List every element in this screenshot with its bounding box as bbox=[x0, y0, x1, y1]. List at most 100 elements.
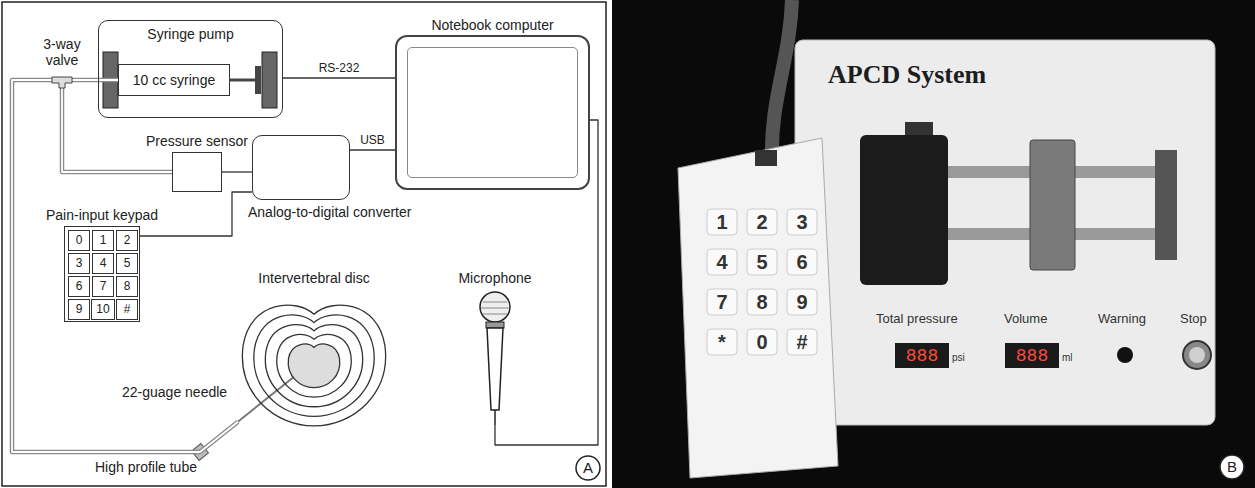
carriage bbox=[1030, 140, 1075, 270]
microphone-cord bbox=[494, 410, 496, 425]
syringe-barrel: 10 cc syringe bbox=[118, 64, 230, 96]
pump-housing-photo bbox=[795, 40, 1215, 425]
keypad-key: 4 bbox=[92, 253, 114, 274]
led-digits: 888 bbox=[1016, 346, 1048, 367]
control-label: Stop bbox=[1180, 312, 1207, 327]
valve-symbol: 3-way valve bbox=[52, 72, 72, 88]
part-label: High profile tube bbox=[95, 459, 197, 475]
keypad-key: 5 bbox=[116, 253, 138, 274]
keypad-button bbox=[707, 249, 737, 275]
keypad-digit: 7 bbox=[716, 291, 727, 314]
keypad-button bbox=[787, 329, 817, 355]
signal-wire bbox=[222, 171, 252, 172]
signal-wire bbox=[283, 77, 395, 78]
sensor-box: Pressure sensor bbox=[172, 152, 222, 192]
keypad-digit: 8 bbox=[756, 291, 767, 314]
node-label: 3-way valve bbox=[38, 36, 86, 68]
disc-shape: Intervertebral disc bbox=[238, 290, 390, 432]
connector bbox=[72, 80, 118, 81]
warning-led bbox=[1117, 347, 1133, 363]
led-digits: 888 bbox=[906, 346, 938, 367]
keypad-button bbox=[787, 209, 817, 235]
control-label: Total pressure bbox=[876, 312, 958, 327]
keypad-digit: 9 bbox=[796, 291, 807, 314]
tube-core bbox=[62, 88, 172, 172]
node-label: Pressure sensor bbox=[146, 133, 248, 149]
keypad-button bbox=[747, 329, 777, 355]
connector bbox=[350, 150, 395, 151]
keypad-digit: 6 bbox=[796, 251, 807, 274]
control-label: Warning bbox=[1098, 312, 1146, 327]
photo-background bbox=[612, 0, 1255, 488]
panel-frame bbox=[2, 2, 606, 486]
microphone-grille bbox=[481, 308, 509, 309]
microphone-grille bbox=[483, 314, 507, 315]
keypad-button bbox=[787, 289, 817, 315]
microphone-head bbox=[480, 292, 510, 322]
converter-box: Analog-to-digital converter bbox=[252, 135, 350, 200]
motor-block bbox=[860, 135, 948, 285]
laptop-box: Notebook computer bbox=[395, 35, 590, 190]
keypad-key: 3 bbox=[68, 253, 90, 274]
node-label: 10 cc syringe bbox=[133, 72, 215, 88]
keypad-key: # bbox=[116, 299, 138, 320]
keypad-key: 10 bbox=[91, 299, 115, 320]
plunger-head bbox=[255, 66, 261, 94]
pump-box: Syringe pump10 cc syringe bbox=[98, 20, 283, 118]
node-label: Pain-input keypad bbox=[46, 207, 158, 223]
node-label: 9 bbox=[76, 303, 83, 317]
node-label: 6 bbox=[76, 280, 83, 294]
keypad-key: 9 bbox=[68, 299, 90, 320]
keypad-button bbox=[707, 209, 737, 235]
keypad-button bbox=[747, 249, 777, 275]
edge-label: USB bbox=[358, 134, 387, 148]
microphone-grille bbox=[483, 302, 507, 303]
unit-label: ml bbox=[1062, 352, 1073, 364]
keypad-digit: * bbox=[718, 331, 726, 354]
microphone-outline bbox=[478, 290, 512, 425]
keypad-digit: 5 bbox=[756, 251, 767, 274]
keypad-key: 8 bbox=[116, 276, 138, 297]
led-display bbox=[1005, 343, 1059, 368]
connector bbox=[62, 88, 172, 172]
disc-ring bbox=[265, 325, 362, 407]
node-label: 1 bbox=[100, 234, 107, 248]
connector bbox=[283, 78, 395, 79]
keypad-button bbox=[787, 249, 817, 275]
node-label: Microphone bbox=[458, 270, 531, 286]
tube-core bbox=[72, 79, 118, 81]
tube-line bbox=[72, 78, 118, 83]
keypad-digit: 2 bbox=[756, 211, 767, 234]
node-label: 7 bbox=[100, 280, 107, 294]
laptop-screen bbox=[407, 47, 578, 178]
plunger-rod bbox=[230, 79, 256, 82]
keypad-grid: Pain-input keypad012345678910# bbox=[64, 226, 140, 322]
keypad-button bbox=[747, 209, 777, 235]
keypad-housing bbox=[678, 138, 838, 478]
keypad-key: 1 bbox=[92, 230, 114, 251]
keypad-key: 6 bbox=[68, 276, 90, 297]
pump-clamp bbox=[262, 52, 277, 108]
panel-letter: A bbox=[583, 459, 593, 476]
node-label: Intervertebral disc bbox=[258, 270, 369, 286]
control-label: Volume bbox=[1004, 312, 1047, 327]
node-label: # bbox=[124, 303, 131, 317]
signal-wire bbox=[350, 149, 395, 150]
cable bbox=[772, 0, 792, 160]
panel-badge bbox=[1220, 455, 1244, 479]
keypad-button bbox=[747, 289, 777, 315]
valve-outline bbox=[52, 77, 72, 88]
microphone-symbol: Microphone bbox=[478, 290, 512, 425]
node-label: 4 bbox=[100, 257, 107, 271]
keypad-digit: 4 bbox=[716, 251, 727, 274]
end-bracket bbox=[1155, 150, 1177, 260]
stop-button bbox=[1189, 347, 1205, 363]
node-label: 10 bbox=[96, 303, 109, 317]
panel-letter: B bbox=[1227, 458, 1237, 475]
keypad-digit: 1 bbox=[716, 211, 727, 234]
disc-outline bbox=[238, 290, 390, 432]
panel-badge bbox=[576, 456, 600, 480]
keypad-digit: 3 bbox=[796, 211, 807, 234]
device-title: APCD System bbox=[828, 60, 986, 90]
keypad-key: 7 bbox=[92, 276, 114, 297]
